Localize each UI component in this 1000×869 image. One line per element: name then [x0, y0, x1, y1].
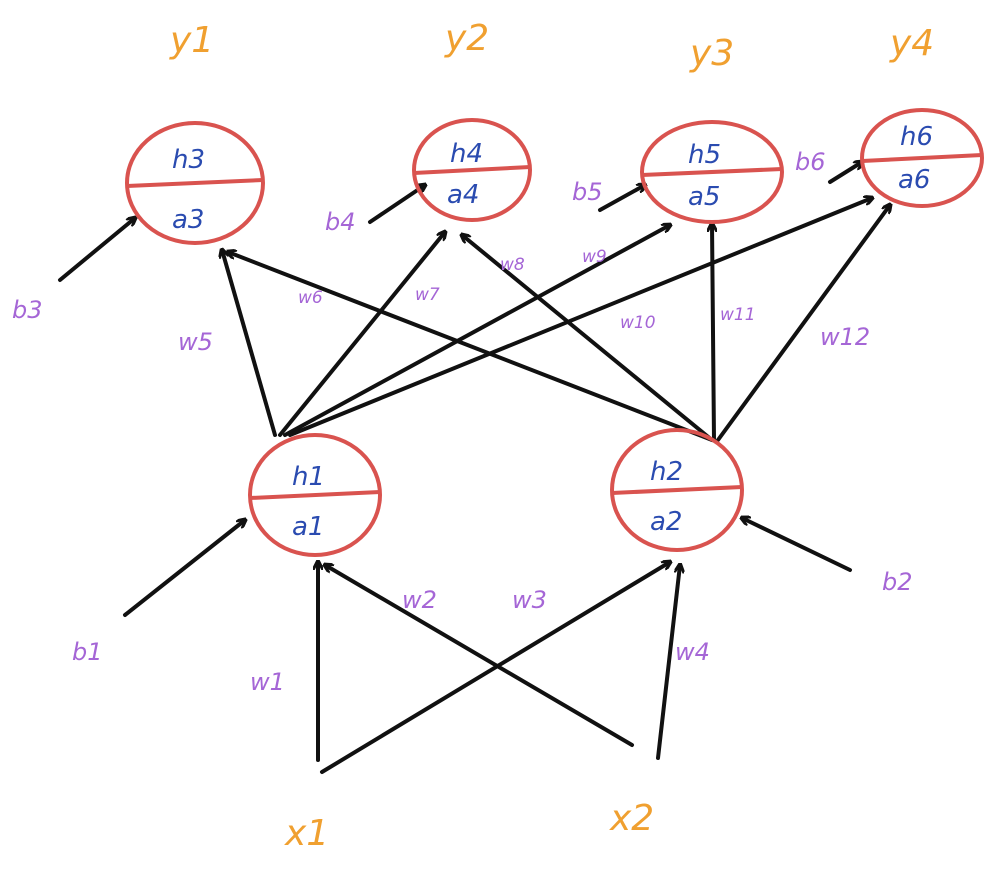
edge-w8	[462, 235, 714, 442]
neuron-h5	[640, 120, 784, 224]
edge-w2	[325, 565, 634, 747]
node-h1-label: h1	[292, 462, 325, 492]
neuron-divider-h3	[126, 178, 264, 188]
weight-w9: w9	[582, 247, 607, 267]
node-h2-label: h2	[650, 457, 683, 487]
weight-w2: w2	[402, 586, 437, 614]
edge-b1-edge	[123, 520, 245, 617]
edge-w-h1-a6	[288, 198, 872, 437]
edge-b3-edge	[58, 218, 135, 282]
output-label-y1: y1	[169, 20, 214, 61]
neuron-divider-h2	[611, 485, 743, 495]
bias-b2: b2	[882, 568, 913, 596]
neuron-divider-h5	[641, 167, 783, 177]
node-a1-label: a1	[292, 512, 324, 542]
weight-w4: w4	[675, 638, 710, 666]
neuron-h4	[412, 118, 532, 222]
weight-w1: w1	[250, 668, 285, 696]
weight-w5: w5	[178, 328, 213, 356]
edge-b4-edge	[368, 185, 425, 224]
edge-w7	[278, 232, 445, 437]
edge-w5	[222, 250, 277, 437]
output-label-y2: y2	[444, 18, 489, 59]
node-h6-label: h6	[900, 122, 933, 152]
bias-b5: b5	[572, 178, 603, 206]
node-a3-label: a3	[172, 205, 204, 235]
edge-w11	[712, 224, 714, 442]
node-h5-label: h5	[688, 140, 721, 170]
weight-w11: w11	[720, 305, 756, 325]
bias-b4: b4	[325, 208, 356, 236]
node-a5-label: a5	[688, 182, 720, 212]
edge-w4	[656, 565, 680, 760]
input-label-x2: x2	[609, 798, 654, 839]
input-label-x1: x1	[284, 813, 329, 854]
nodes	[125, 108, 984, 557]
edge-b5-edge	[598, 185, 645, 212]
weight-w8: w8	[500, 255, 525, 275]
node-a6-label: a6	[898, 165, 930, 195]
node-a2-label: a2	[650, 507, 682, 537]
edge-w12	[716, 205, 890, 442]
neuron-h6	[860, 108, 984, 208]
edge-w9	[283, 225, 670, 437]
bias-b1: b1	[72, 638, 103, 666]
node-h3-label: h3	[172, 145, 205, 175]
bias-b6: b6	[795, 148, 826, 176]
weight-w10: w10	[620, 313, 656, 333]
neuron-h1	[248, 433, 382, 557]
bias-b3: b3	[12, 296, 43, 324]
weight-w3: w3	[512, 586, 547, 614]
edges	[58, 162, 890, 774]
neuron-divider-h1	[249, 490, 381, 500]
edge-b6-edge	[828, 162, 862, 184]
edge-w6	[228, 252, 714, 442]
neuron-divider-h6	[861, 153, 983, 163]
output-label-y3: y3	[689, 33, 734, 74]
neuron-h2	[610, 428, 744, 552]
neuron-divider-h4	[413, 165, 531, 175]
edge-b2-edge	[742, 518, 852, 572]
weight-w12: w12	[820, 323, 870, 351]
weight-w6: w6	[298, 288, 323, 308]
weight-w7: w7	[415, 285, 440, 305]
output-label-y4: y4	[889, 23, 934, 64]
neuron-h3	[125, 121, 265, 245]
node-a4-label: a4	[447, 180, 479, 210]
node-h4-label: h4	[450, 139, 483, 169]
